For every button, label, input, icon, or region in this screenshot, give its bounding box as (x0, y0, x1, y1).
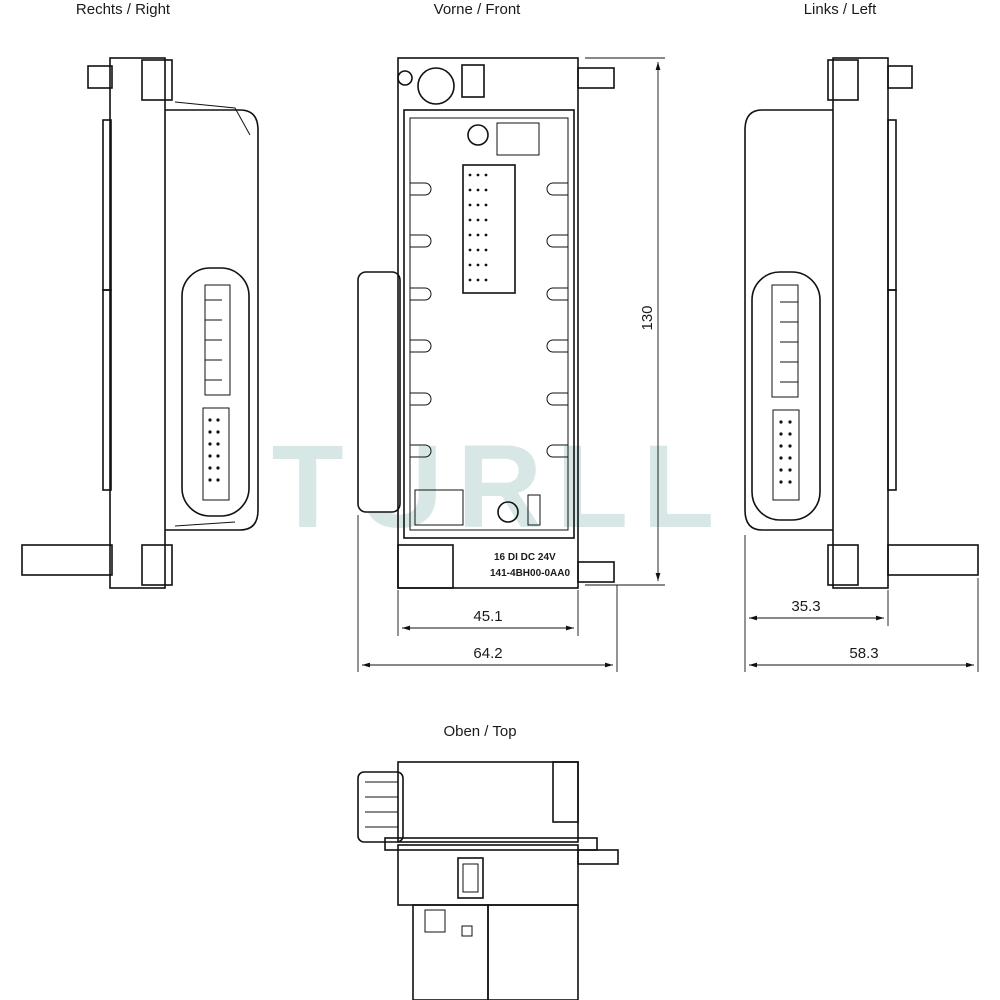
right-view (21, 57, 259, 589)
dim-left-depth: 35.3 (791, 598, 820, 615)
top-view (357, 761, 619, 1000)
dim-height: 130 (639, 305, 656, 330)
view-title-right: Rechts / Right (76, 1, 171, 18)
front-dimensions (357, 57, 665, 672)
screw-top-icon (467, 124, 489, 146)
left-view (744, 57, 979, 589)
dim-left-total: 58.3 (849, 645, 878, 662)
module-label-line1: 16 DI DC 24V (494, 552, 556, 563)
watermark: TURLL (272, 421, 729, 553)
view-title-top: Oben / Top (443, 723, 516, 740)
dim-inner-width: 45.1 (473, 608, 502, 625)
dim-front-width: 64.2 (473, 645, 502, 662)
connector-round-icon (417, 67, 455, 105)
screw-bottom-icon (497, 501, 519, 523)
module-label-line2: 141-4BH00-0AA0 (490, 568, 570, 579)
view-title-left: Links / Left (804, 1, 877, 18)
left-dimensions (744, 535, 979, 672)
front-view: 16 DI DC 24V 141-4BH00-0AA0 (357, 57, 615, 589)
mount-hole-icon (397, 70, 413, 86)
view-title-front: Vorne / Front (434, 1, 522, 18)
